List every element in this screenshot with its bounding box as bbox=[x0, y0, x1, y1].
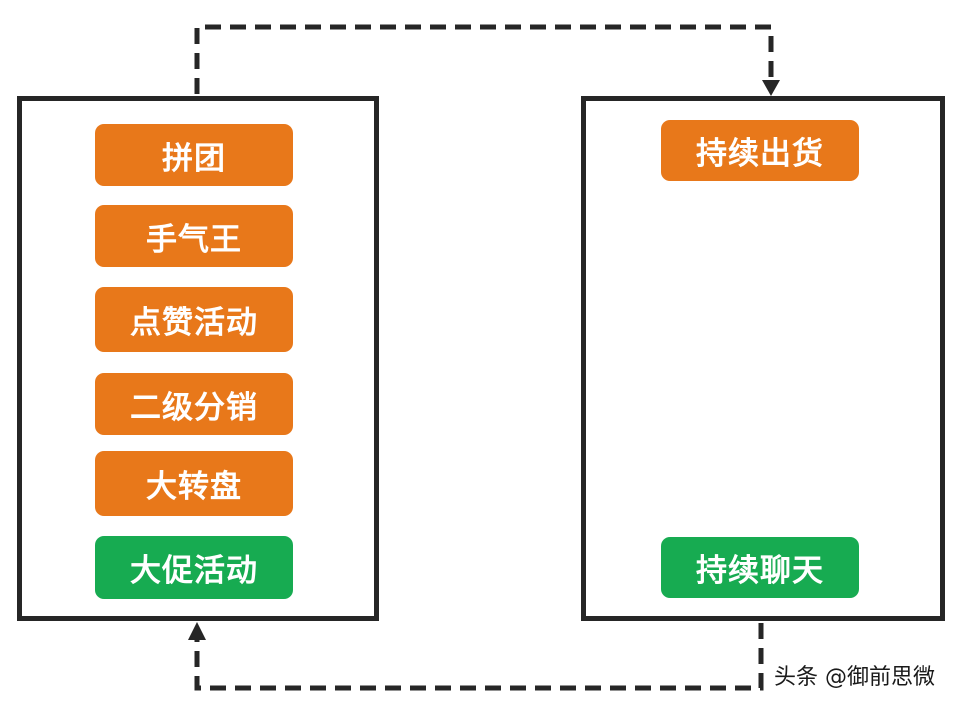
chip-continuous-shipping: 持续出货 bbox=[661, 120, 859, 181]
chip-continuous-chat: 持续聊天 bbox=[661, 537, 859, 598]
right-panel: 持续出货 持续聊天 bbox=[581, 96, 945, 621]
chip-lucky-king: 手气王 bbox=[95, 205, 293, 267]
watermark-text: 头条 @御前思微 bbox=[774, 665, 935, 690]
left-panel: 拼团 手气王 点赞活动 二级分销 大转盘 大促活动 bbox=[17, 96, 379, 621]
chip-two-level-distribution: 二级分销 bbox=[95, 373, 293, 435]
top-arrowhead bbox=[762, 80, 780, 96]
chip-group-buy: 拼团 bbox=[95, 124, 293, 186]
top-connector-arrow bbox=[194, 24, 774, 94]
chip-big-promotion: 大促活动 bbox=[95, 536, 293, 599]
chip-like-campaign: 点赞活动 bbox=[95, 287, 293, 352]
bottom-connector-arrow bbox=[194, 623, 764, 691]
bottom-arrowhead bbox=[188, 622, 206, 640]
chip-lucky-wheel: 大转盘 bbox=[95, 451, 293, 516]
